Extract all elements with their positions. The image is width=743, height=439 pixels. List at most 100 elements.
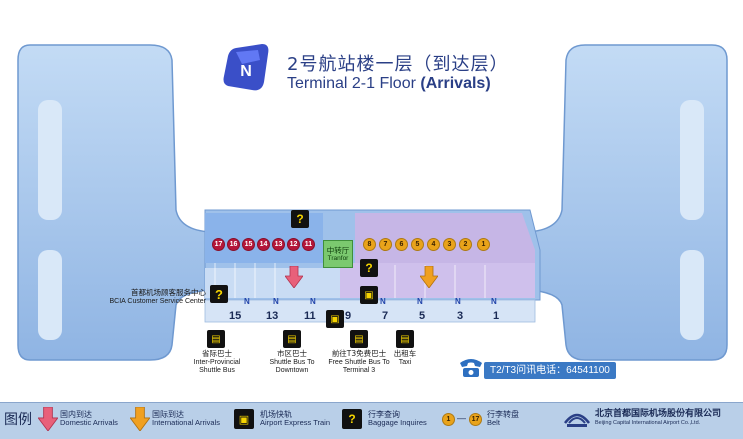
belt-12: 12	[287, 238, 300, 251]
belt-1: 1	[477, 238, 490, 251]
title-en-suffix: (Arrivals)	[420, 75, 491, 92]
belt-icon: 17	[469, 413, 482, 426]
bus-icon: ▤	[207, 330, 225, 348]
door-3: 3	[457, 310, 464, 322]
inter-provincial-bus-label: 省际巴士 Inter-Provincial Shuttle Bus	[187, 349, 247, 375]
belt-11: 11	[302, 238, 315, 251]
transfer-hall-cn: 中转厅	[326, 245, 350, 255]
legend-en: Airport Express Train	[260, 418, 331, 428]
airport-express-train-icon: ▣	[326, 310, 344, 328]
legend-text: 国际到达 International Arrivals	[152, 410, 220, 428]
door-11: 11	[304, 310, 316, 322]
customer-service-label: 首都机场顾客服务中心 BCIA Customer Service Center	[106, 288, 206, 306]
legend-cn: 机场快轨	[260, 410, 292, 419]
legend-cn: 国际到达	[152, 410, 184, 419]
baggage-inquiry-icon: ?	[360, 259, 378, 277]
belt-5: 5	[411, 238, 424, 251]
door-1: 1	[493, 310, 500, 322]
belt-13: 13	[272, 238, 285, 251]
legend-text: 行李转盘 Belt	[487, 410, 519, 428]
domestic-arrow-icon	[38, 407, 58, 431]
legend-en: International Arrivals	[152, 418, 220, 428]
taxi-label: 出租车 Taxi	[389, 349, 421, 367]
domestic-arrow-icon	[285, 266, 303, 288]
legend-cn: 行李转盘	[487, 410, 519, 419]
door-marker: N	[380, 297, 386, 306]
belt-14: 14	[257, 238, 270, 251]
customer-service-cn: 首都机场顾客服务中心	[131, 288, 206, 297]
belt-icon: 1	[442, 413, 455, 426]
legend-cn: 行李查询	[368, 410, 400, 419]
legend-en: Domestic Arrivals	[60, 418, 118, 428]
belt-8: 8	[363, 238, 376, 251]
company-name-en: Beijing Capital International Airport Co…	[595, 419, 701, 426]
belt-16: 16	[227, 238, 240, 251]
baggage-inquiry-icon: ?	[291, 210, 309, 228]
t3-shuttle-en1: Free Shuttle Bus To	[328, 358, 390, 366]
belt-4: 4	[427, 238, 440, 251]
inquiry-phone: T2/T3问讯电话：64541100	[484, 362, 616, 379]
international-arrow-icon	[130, 407, 150, 431]
t3-shuttle-en2: Terminal 3	[342, 366, 376, 374]
belt-15: 15	[242, 238, 255, 251]
belt-range-dash: —	[457, 413, 466, 423]
t3-shuttle-label: 前往T3免费巴士 Free Shuttle Bus To Terminal 3	[325, 349, 393, 375]
legend-text: 行李查询 Baggage Inquires	[368, 410, 427, 428]
door-marker: N	[310, 297, 316, 306]
phone-icon	[460, 359, 482, 377]
door-marker: N	[417, 297, 423, 306]
taxi-icon: ▤	[396, 330, 414, 348]
title-en-prefix: Terminal 2-1 Floor	[287, 75, 416, 92]
downtown-bus-cn: 市区巴士	[277, 349, 307, 358]
door-marker: N	[455, 297, 461, 306]
page-title-cn: 2号航站楼一层（到达层）	[287, 54, 509, 75]
inter-provincial-bus-en2: Shuttle Bus	[199, 366, 235, 374]
taxi-en: Taxi	[398, 358, 412, 366]
belt-6: 6	[395, 238, 408, 251]
door-marker: N	[244, 297, 250, 306]
legend-text: 国内到达 Domestic Arrivals	[60, 410, 118, 428]
door-marker: N	[491, 297, 497, 306]
transfer-hall-en: Tranfor	[327, 254, 349, 262]
legend-title: 图例	[4, 412, 32, 428]
legend-en: Belt	[487, 418, 500, 428]
logo-letter: N	[240, 63, 252, 80]
door-13: 13	[266, 310, 279, 322]
bcia-logo-icon	[564, 413, 590, 427]
belt-17: 17	[212, 238, 225, 251]
taxi-cn: 出租车	[393, 349, 417, 358]
belt-7: 7	[379, 238, 392, 251]
train-icon: ▣	[234, 409, 254, 429]
legend-text: 机场快轨 Airport Express Train	[260, 410, 330, 428]
company-name: 北京首都国际机场股份有限公司 Beijing Capital Internati…	[595, 409, 721, 426]
customer-service-icon: ?	[210, 285, 228, 303]
transfer-hall: 中转厅 Tranfor	[323, 240, 353, 268]
logo-icon: N	[223, 44, 269, 91]
downtown-bus-label: 市区巴士 Shuttle Bus To Downtown	[262, 349, 322, 375]
downtown-bus-en2: Downtown	[275, 366, 309, 374]
door-marker: N	[273, 297, 279, 306]
legend-cn: 国内到达	[60, 410, 92, 419]
bus-icon: ▤	[350, 330, 368, 348]
t3-shuttle-cn: 前往T3免费巴士	[331, 349, 387, 358]
door-7: 7	[382, 310, 389, 322]
airport-express-train-icon: ▣	[360, 286, 378, 304]
customer-service-en: BCIA Customer Service Center	[109, 297, 206, 305]
inter-provincial-bus-en1: Inter-Provincial	[193, 358, 241, 366]
door-15: 15	[229, 310, 242, 322]
bus-icon: ▤	[283, 330, 301, 348]
downtown-bus-en1: Shuttle Bus To	[269, 358, 315, 366]
door-9: 9	[345, 310, 352, 322]
page-title-en: Terminal 2-1 Floor (Arrivals)	[287, 75, 491, 93]
belt-2: 2	[459, 238, 472, 251]
right-pier	[527, 44, 728, 361]
door-5: 5	[419, 310, 426, 322]
company-name-cn: 北京首都国际机场股份有限公司	[595, 409, 722, 419]
baggage-icon: ?	[342, 409, 362, 429]
legend: 图例 国内到达 Domestic Arrivals 国际到达 Internati…	[0, 402, 743, 439]
inter-provincial-bus-cn: 省际巴士	[202, 349, 232, 358]
legend-en: Baggage Inquires	[368, 418, 427, 428]
left-pier	[17, 44, 211, 361]
international-arrow-icon	[420, 266, 438, 288]
belt-3: 3	[443, 238, 456, 251]
